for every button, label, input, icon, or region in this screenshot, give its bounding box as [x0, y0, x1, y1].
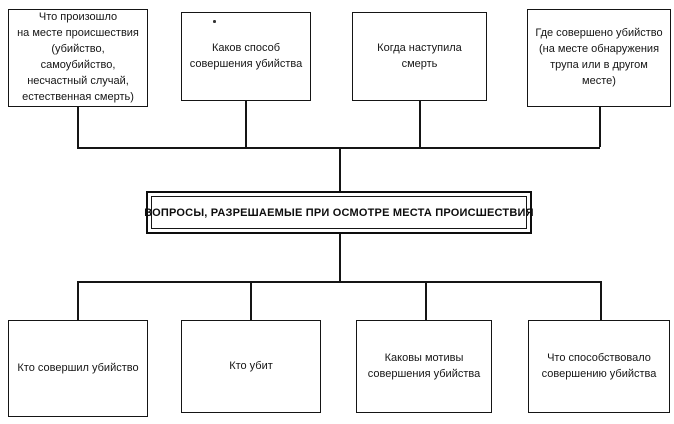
center-title-box: ВОПРОСЫ, РАЗРЕШАЕМЫЕ ПРИ ОСМОТРЕ МЕСТА П…	[144, 191, 534, 234]
top-box-where-committed-label: Где совершено убийство (на месте обнаруж…	[535, 27, 663, 87]
bottom-box-contributed-label: Что способствовало совершению убийства	[541, 351, 657, 380]
bottom-box-who-killed-label: Кто убит	[229, 359, 273, 372]
bottom-box-who-committed: Кто совершил убийство	[8, 320, 148, 417]
bottom-box-motives-label: Каковы мотивы совершения убийства	[367, 351, 481, 380]
connector-bottom-stub-2	[250, 281, 252, 320]
scan-artifact-dot	[213, 20, 216, 23]
top-box-time-of-death-label: Когда наступила смерть	[377, 41, 462, 70]
connector-bottom-stub-4	[600, 281, 602, 320]
connector-top-bus	[77, 147, 600, 149]
center-title-box-inner-border: ВОПРОСЫ, РАЗРЕШАЕМЫЕ ПРИ ОСМОТРЕ МЕСТА П…	[144, 196, 534, 229]
top-box-time-of-death: Когда наступила смерть	[352, 12, 487, 101]
connector-top-stub-4	[599, 106, 601, 147]
connector-bus-to-center	[339, 147, 341, 191]
connector-top-stub-3	[419, 100, 421, 147]
bottom-box-who-committed-label: Кто совершил убийство	[17, 361, 139, 374]
connector-bottom-stub-1	[77, 281, 79, 320]
bottom-box-contributed: Что способствовало совершению убийства	[528, 320, 670, 413]
top-box-murder-method-label: Каков способ совершения убийства	[189, 41, 303, 70]
connector-top-stub-1	[77, 106, 79, 147]
bottom-box-who-killed: Кто убит	[181, 320, 321, 413]
top-box-what-happened: Что произошло на месте происшествия (уби…	[8, 9, 148, 107]
top-box-murder-method: Каков способ совершения убийства	[181, 12, 311, 101]
center-title-label: ВОПРОСЫ, РАЗРЕШАЕМЫЕ ПРИ ОСМОТРЕ МЕСТА П…	[144, 206, 534, 219]
connector-top-stub-2	[245, 100, 247, 147]
connector-bottom-stub-3	[425, 281, 427, 320]
bottom-box-motives: Каковы мотивы совершения убийства	[356, 320, 492, 413]
connector-center-to-bus	[339, 234, 341, 281]
top-box-where-committed: Где совершено убийство (на месте обнаруж…	[527, 9, 671, 107]
top-box-what-happened-label: Что произошло на месте происшествия (уби…	[17, 11, 139, 103]
connector-bottom-bus	[77, 281, 602, 283]
